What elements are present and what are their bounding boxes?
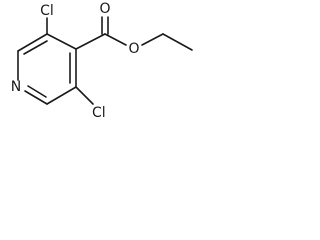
ring-bond-c5-c6 [46,86,77,105]
nitrogen-label: N [11,79,21,95]
ring-bond-c2-c3-inner [23,40,48,55]
bond-carbonyl-ester-o [104,33,127,46]
bond-c4-carbonyl [75,33,106,50]
ethyl-3-5-dichloroisonicotinate-structure: Cl Cl N O O [11,1,193,121]
pyridine-ring [17,33,77,105]
substituent-bonds [46,16,193,105]
bond-ch2-ch3 [162,33,193,51]
ester-oxygen-label: O [128,41,139,57]
ring-bond-c2-c3 [17,33,48,52]
ring-bond-c6-n-inner [27,85,47,98]
bond-ester-o-ch2 [141,33,164,46]
ring-bond-c6-n [24,90,48,105]
chlorine-label-top: Cl [40,3,54,19]
bond-c5-cl [75,86,94,105]
carbonyl-oxygen-label: O [99,1,110,17]
ring-bond-c3-c4 [46,33,77,50]
chlorine-label-bottom: Cl [92,105,106,121]
